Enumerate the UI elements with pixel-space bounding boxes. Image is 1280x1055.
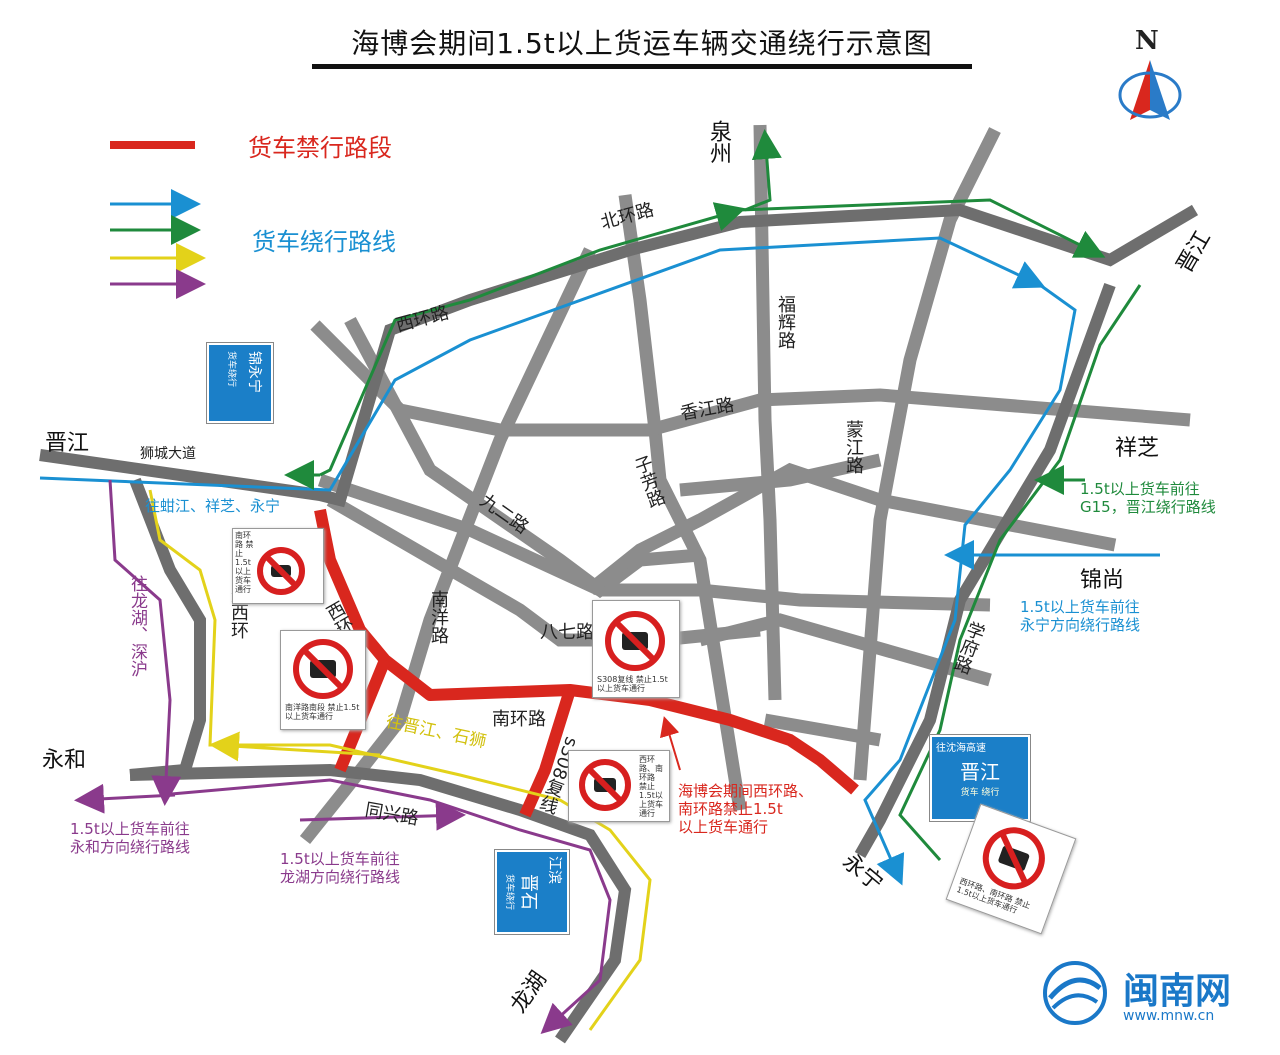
city-xiangzhi: 祥芝 — [1115, 436, 1160, 461]
no-truck-icon — [257, 547, 305, 595]
watermark-url: www.mnw.cn — [1123, 1008, 1215, 1024]
note-yonghe-line1: 1.5t以上货车前往 — [70, 820, 190, 838]
note-yongning-line1: 1.5t以上货车前往 — [1020, 598, 1140, 616]
note-g15-line2: G15，晋江绕行路线 — [1080, 498, 1216, 516]
ban-note-arrow — [660, 716, 681, 771]
ban-sign-1: 南环路 禁止1.5t以上货车通行 — [232, 528, 324, 604]
watermark-wave-icon — [1043, 961, 1107, 1025]
note-longhu-line1: 1.5t以上货车前往 — [280, 850, 400, 868]
note-longhu-line2: 龙湖方向绕行路线 — [280, 868, 401, 886]
purple-detour — [74, 479, 612, 1035]
road-bayi: 八七路 — [540, 622, 594, 643]
ban-sign-4: 西环路、南环路 禁止1.5t以上货车通行 — [568, 750, 670, 822]
minor-roads — [299, 124, 1191, 845]
note-yonghe-line2: 永和方向绕行路线 — [70, 838, 191, 856]
blue-detour — [39, 236, 1160, 886]
note-g15-line1: 1.5t以上货车前往 — [1080, 480, 1200, 498]
ban-sign-2: 南洋路南段 禁止1.5t以上货车通行 — [280, 630, 366, 730]
road-fuhui: 福辉路 — [775, 295, 796, 349]
legend-banned-label: 货车禁行路段 — [248, 134, 392, 162]
no-truck-icon — [293, 639, 353, 699]
compass-icon — [1118, 60, 1182, 120]
note-yonghe-detour: 1.5t以上货车前往 永和方向绕行路线 — [70, 820, 190, 856]
page-title: 海博会期间1.5t以上货运车辆交通绕行示意图 — [351, 27, 933, 60]
note-g15: 1.5t以上货车前往 G15，晋江绕行路线 — [1080, 480, 1216, 516]
road-nanhuan: 南环路 — [492, 709, 546, 730]
legend-detour-label: 货车绕行路线 — [252, 228, 396, 256]
city-quanzhou: 泉州 — [706, 120, 731, 164]
ban-sign-3: S308复线 禁止1.5t以上货车通行 — [592, 600, 680, 698]
city-jinshang: 锦尚 — [1080, 568, 1125, 593]
yellow-detour — [148, 489, 652, 1031]
guide-sign-left: 锦永宁 货车绕行 — [207, 343, 273, 423]
city-yonghe: 永和 — [42, 748, 87, 773]
road-nanyang: 南洋路 — [428, 590, 449, 644]
note-longhu-detour: 1.5t以上货车前往 龙湖方向绕行路线 — [280, 850, 400, 886]
city-jinjiang-w: 晋江 — [45, 431, 90, 456]
note-yongning-line2: 永宁方向绕行路线 — [1020, 616, 1141, 634]
watermark-brand: 闽南网 — [1123, 971, 1232, 1012]
note-yongning-detour: 1.5t以上货车前往 永宁方向绕行路线 — [1020, 598, 1140, 634]
note-ban-line1: 海博会期间西环路、 — [678, 782, 814, 800]
note-ban-line2: 南环路禁止1.5t — [678, 800, 783, 818]
no-truck-icon — [605, 611, 665, 671]
note-ban: 海博会期间西环路、 南环路禁止1.5t 以上货车通行 — [678, 782, 813, 836]
note-to-jiangxi: 往蚶江、祥芝、永宁 — [145, 497, 281, 515]
road-qiaohui: 蒙江路 — [843, 420, 864, 474]
note-ban-line3: 以上货车通行 — [678, 818, 769, 836]
compass-label: N — [1135, 26, 1159, 56]
note-to-longhu: 往龙湖、深沪 — [127, 575, 147, 677]
title-underline — [312, 64, 972, 69]
legend-lines — [110, 141, 206, 299]
no-truck-icon — [579, 759, 631, 811]
green-detour — [284, 129, 1142, 861]
guide-sign-bottom: 江滨 晋石 货车绕行 — [495, 850, 569, 934]
watermark-logo: 闽南网 www.mnw.cn — [1035, 958, 1265, 1028]
road-shicheng: 狮城大道 — [140, 446, 196, 462]
